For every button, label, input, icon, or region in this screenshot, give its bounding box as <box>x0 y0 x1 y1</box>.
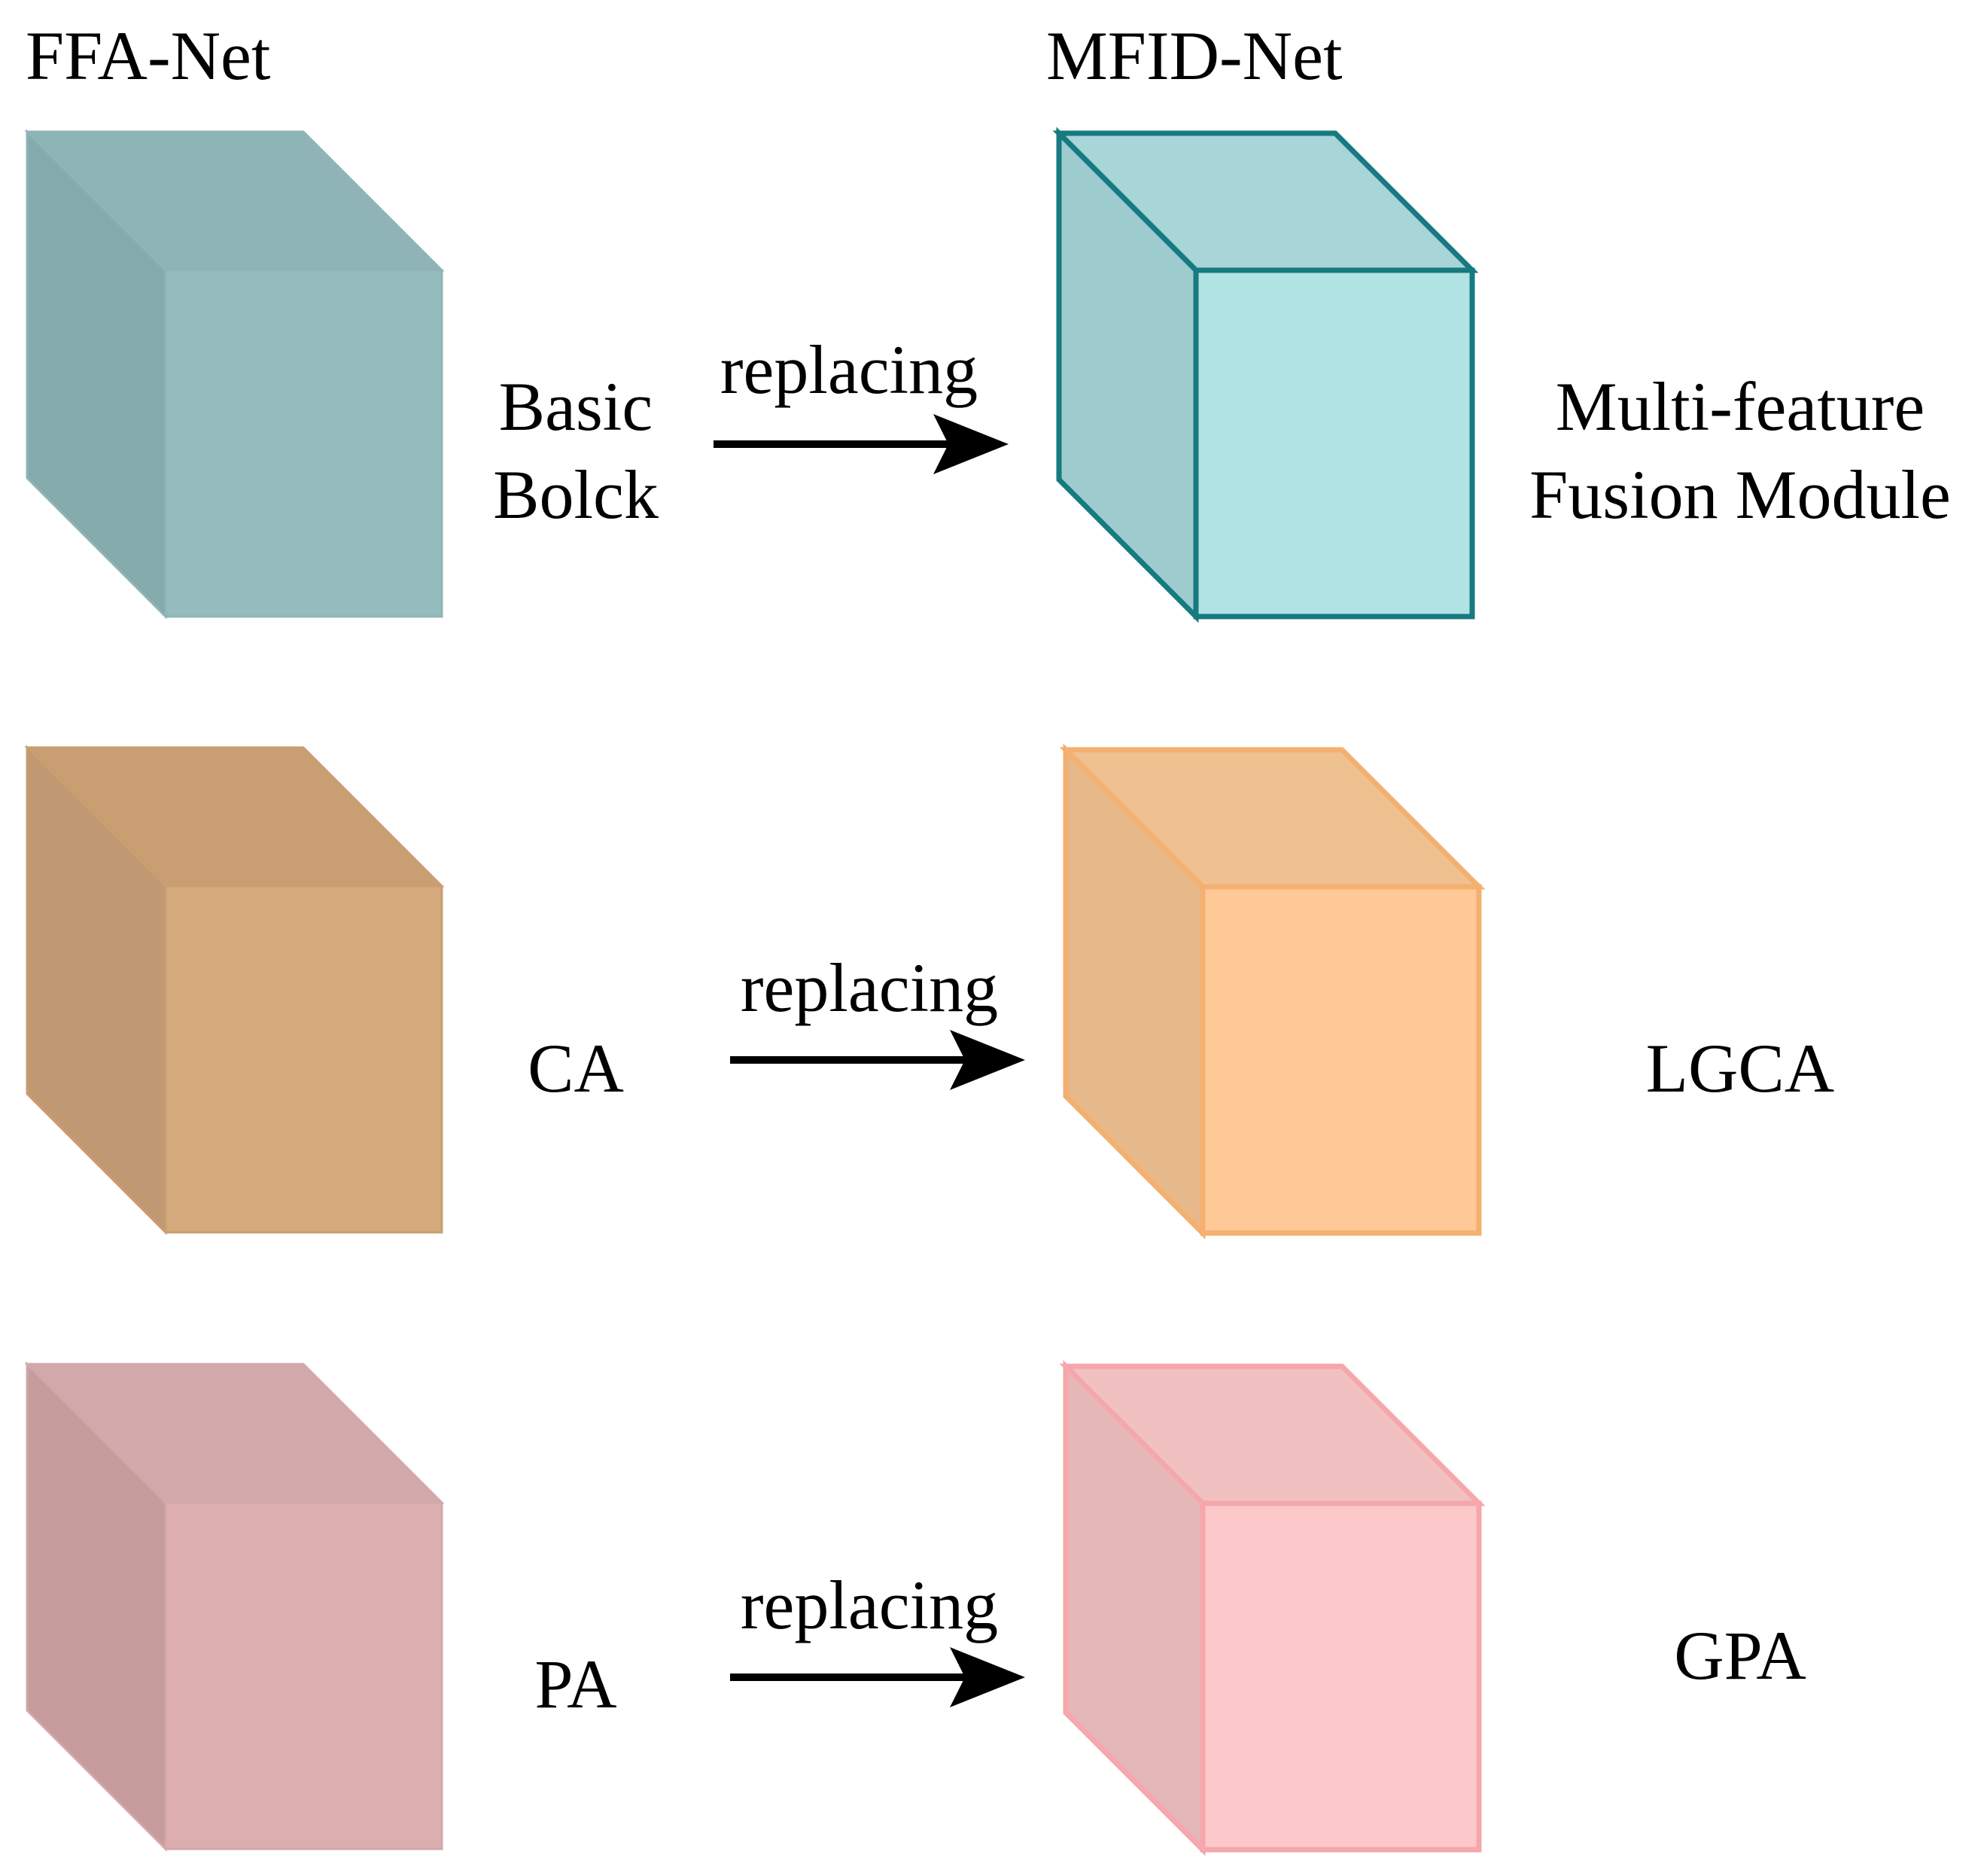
cube-front-face <box>1200 884 1482 1236</box>
header-mfid-net: MFID-Net <box>1046 17 1343 94</box>
label-pa: PA <box>534 1646 616 1722</box>
row-pa: PA replacing GPA <box>24 1360 1806 1856</box>
header-ffa-net: FFA-Net <box>26 17 271 94</box>
row-basic-block: Basic Bolck replacing Multi-feature Fusi… <box>24 126 1951 623</box>
cube-front-face <box>164 1501 443 1850</box>
arrow-label-replacing-1: replacing <box>720 331 978 408</box>
label-ca: CA <box>528 1030 624 1107</box>
label-bolck: Bolck <box>493 456 659 533</box>
label-lgca: LGCA <box>1646 1030 1834 1107</box>
arrow-label-replacing-3: replacing <box>741 1567 998 1643</box>
cube-front-face <box>1193 267 1475 620</box>
arrow-label-replacing-2: replacing <box>741 949 998 1026</box>
arrow-replacing-1 <box>714 414 1009 474</box>
arrow-replacing-3 <box>730 1647 1025 1707</box>
arrow-replacing-2 <box>730 1030 1025 1090</box>
label-basic: Basic <box>499 368 653 445</box>
cube-front-face <box>164 269 443 618</box>
cube-lgca <box>1059 743 1486 1240</box>
cube-front-face <box>164 885 443 1234</box>
cube-front-face <box>1200 1500 1482 1853</box>
label-gpa: GPA <box>1674 1617 1806 1694</box>
cube-basic-block-ffa <box>24 129 445 620</box>
cube-ca-ffa <box>24 745 445 1235</box>
row-ca: CA replacing LGCA <box>24 743 1834 1240</box>
cube-pa-ffa <box>24 1361 445 1852</box>
label-multi-feature: Multi-feature <box>1556 368 1925 445</box>
label-fusion-module: Fusion Module <box>1529 456 1951 533</box>
cube-gpa <box>1059 1360 1486 1856</box>
cube-multi-feature-fusion-module <box>1052 126 1479 623</box>
